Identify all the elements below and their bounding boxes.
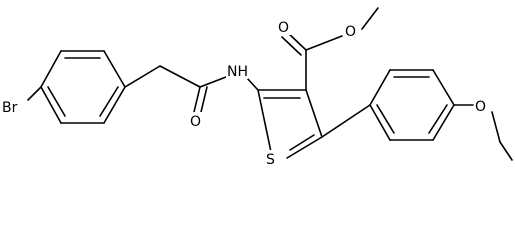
bond [257, 89, 272, 153]
bond [103, 50, 126, 88]
bond [369, 69, 391, 106]
atom-o-ether-label: O [475, 99, 486, 115]
atom-o-amide-label: O [190, 114, 201, 130]
bond [432, 104, 455, 141]
molecule-canvas: Br NH O S O O O [2, 7, 513, 168]
bond-amide-co-double [200, 86, 208, 113]
ethoxyphenyl-ring [369, 69, 455, 141]
bond [432, 69, 455, 106]
atom-s-label: S [266, 152, 275, 168]
bond-inner [428, 104, 448, 134]
bond-ethyl-ch3 [499, 141, 513, 161]
bond-ester-o [305, 35, 343, 51]
thiophene-ring [257, 89, 323, 159]
structure-drawing: Br NH O S O O O [2, 7, 513, 168]
bond-carbonyl-c [159, 65, 201, 88]
bond [103, 86, 126, 124]
bond-ch2 [124, 65, 161, 88]
bond [40, 86, 62, 124]
bond-ethyl-ch2 [491, 111, 501, 143]
bond-inner [289, 134, 315, 151]
bond-inner [99, 86, 119, 117]
bond [369, 104, 391, 141]
atom-o-ester-label: O [345, 24, 356, 40]
bond-nh-thiophene [245, 76, 259, 91]
atom-nh-label: NH [227, 64, 248, 80]
bond [40, 50, 62, 88]
bond [286, 136, 323, 159]
bromophenyl-ring [40, 50, 126, 124]
bond-aryl-link [321, 104, 371, 138]
bond-amide-cn [199, 76, 227, 88]
bond-amide-co [193, 86, 201, 113]
bond-ester-co-double [281, 36, 302, 56]
bond-br [27, 86, 42, 101]
bond-inner [376, 104, 395, 134]
bond-ester-methyl [361, 7, 379, 30]
bond-inner [47, 86, 66, 117]
atom-o-carbonyl-label: O [278, 20, 289, 36]
atom-br-label: Br [2, 100, 18, 116]
bond [305, 89, 323, 138]
